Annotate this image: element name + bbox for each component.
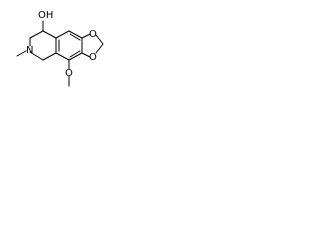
bond-n-methyl: [16, 50, 27, 57]
methoxy-oxygen-label: O: [65, 68, 73, 79]
bond-c3-o-bottom: [81, 52, 91, 58]
bond-c3-c4-inner: [69, 50, 81, 58]
nitrogen-label: N: [26, 45, 33, 56]
bond-group: [16, 20, 104, 87]
bond-c1-c2: [68, 30, 83, 39]
bond-c3-c4: [68, 52, 83, 61]
bond-c1-c2-inner: [69, 33, 81, 41]
dioxole-oxygen-top-label: O: [89, 29, 97, 40]
bond-c4-c4a: [55, 52, 70, 61]
dioxole-oxygen-bottom-label: O: [89, 52, 97, 63]
bond-n-c5: [29, 51, 44, 61]
atom-label-group: OH N O O O: [26, 10, 97, 79]
bond-c2-o-top: [81, 33, 91, 39]
bond-o-top-ch2: [95, 34, 104, 45]
bond-c8a-c1: [55, 30, 70, 39]
chemical-structure-diagram: OH N O O O: [16, 10, 104, 87]
bond-c8-c7: [29, 30, 44, 39]
hydroxyl-label: OH: [38, 10, 53, 21]
bond-c5-c4a: [42, 52, 57, 61]
bond-ch2-o-bottom: [95, 43, 104, 54]
bond-c8-c8a: [42, 30, 57, 39]
